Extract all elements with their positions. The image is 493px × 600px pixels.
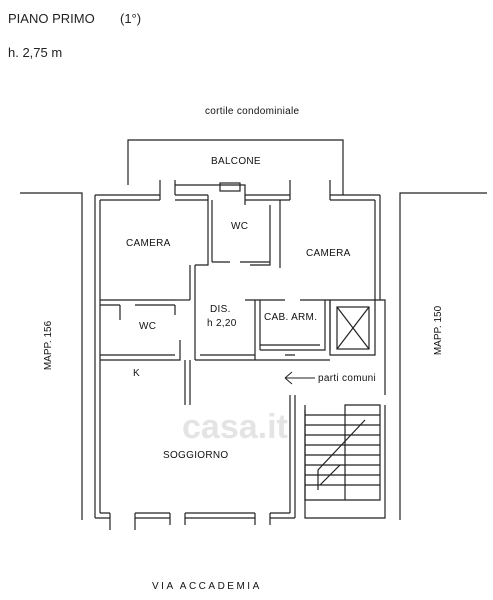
- floor-number: (1°): [120, 11, 142, 26]
- dis-height-label: h 2,20: [207, 318, 237, 329]
- neighbor-right-label: MAPP. 150: [433, 305, 445, 356]
- courtyard-label: cortile condominiale: [205, 106, 300, 117]
- common-parts-label: parti comuni: [318, 373, 377, 384]
- left-boundary: [20, 192, 83, 520]
- kitchen-label: K: [133, 368, 140, 379]
- arrow-parti-comuni: [284, 371, 315, 385]
- balcony-label: BALCONE: [211, 156, 261, 167]
- camera-right-label: CAMERA: [306, 248, 351, 259]
- neighbor-left-label: MAPP. 156: [43, 320, 55, 371]
- cab-arm-label: CAB. ARM.: [264, 312, 318, 323]
- watermark-logo: casa.it: [182, 408, 288, 446]
- right-boundary: [399, 192, 487, 520]
- ceiling-height-label: h. 2,75 m: [8, 45, 63, 60]
- dis-label: DIS.: [210, 304, 231, 315]
- street-label: VIA ACCADEMIA: [152, 581, 262, 592]
- wc-left-label: WC: [139, 321, 157, 332]
- wc-top-label: WC: [231, 221, 249, 232]
- balcony-outline: [127, 139, 344, 195]
- soggiorno-label: SOGGIORNO: [163, 450, 229, 461]
- camera-left-label: CAMERA: [126, 238, 171, 249]
- floor-label: PIANO PRIMO: [8, 11, 95, 26]
